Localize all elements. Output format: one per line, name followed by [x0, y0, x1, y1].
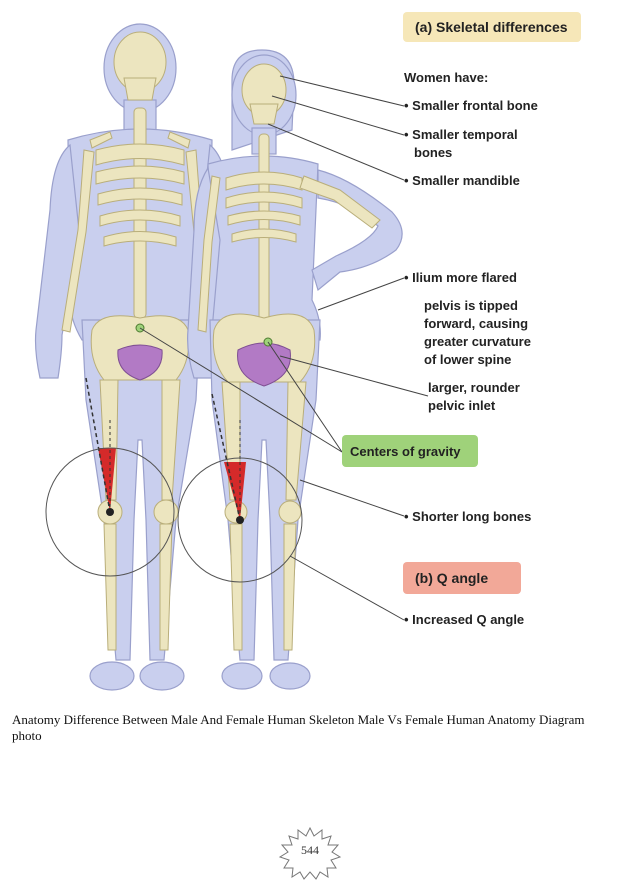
- bullet-temporal-bones-cont: bones: [414, 145, 452, 160]
- shorter-long-bones-label: • Shorter long bones: [404, 509, 531, 524]
- increased-q-angle-label: • Increased Q angle: [404, 612, 524, 627]
- inlet-note-1: larger, rounder: [428, 380, 520, 395]
- women-have-label: Women have:: [404, 70, 488, 85]
- section-b-title: (b) Q angle: [415, 570, 488, 586]
- centers-of-gravity-label: Centers of gravity: [350, 444, 461, 459]
- leader-lines: [139, 75, 429, 621]
- section-b-box: [403, 562, 521, 594]
- pelvis-note-4: of lower spine: [424, 352, 511, 367]
- page-number-badge: [278, 826, 342, 880]
- pelvis-note-3: greater curvature: [424, 334, 531, 349]
- section-a-box: [403, 12, 581, 42]
- section-a-title: (a) Skeletal differences: [415, 19, 568, 35]
- centers-of-gravity-tag: Centers of gravity: [342, 435, 478, 467]
- pelvis-note-1: pelvis is tipped: [424, 298, 518, 313]
- section-b-header: (b) Q angle: [403, 562, 521, 594]
- section-a-header: (a) Skeletal differences: [403, 12, 581, 42]
- figure-caption: Anatomy Difference Between Male And Fema…: [12, 712, 585, 743]
- bullet-ilium: • Ilium more flared: [404, 270, 517, 285]
- bullet-mandible: • Smaller mandible: [404, 173, 520, 188]
- inlet-note-2: pelvic inlet: [428, 398, 496, 413]
- skeleton-diagram: (a) Skeletal differences Women have: • S…: [34, 12, 581, 691]
- centers-of-gravity-box: [342, 435, 478, 467]
- pelvis-note-2: forward, causing: [424, 316, 528, 331]
- bullet-frontal-bone: • Smaller frontal bone: [404, 98, 538, 113]
- female-figure: [177, 49, 403, 690]
- starburst-icon: [278, 826, 342, 880]
- bullet-temporal-bones: • Smaller temporal: [404, 127, 518, 142]
- page-number: 544: [301, 843, 319, 857]
